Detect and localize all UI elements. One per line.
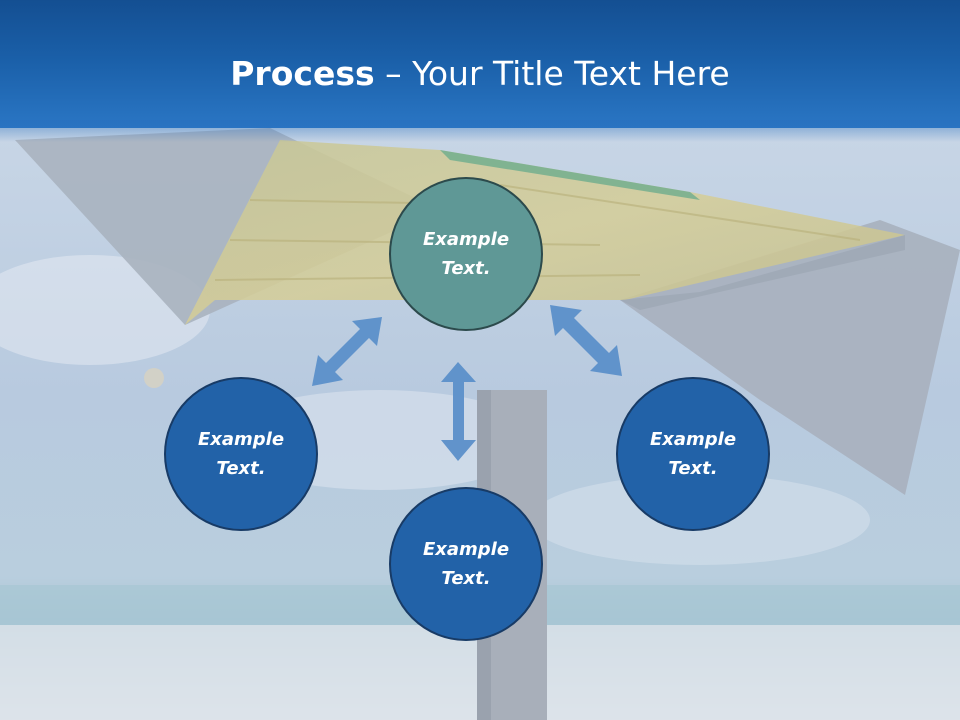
node-left-label: Example Text. — [197, 429, 285, 479]
double-arrow-left — [312, 317, 382, 386]
node-left[interactable]: Example Text. — [164, 377, 318, 531]
node-top[interactable]: Example Text. — [389, 177, 543, 331]
node-right-label: Example Text. — [649, 429, 737, 479]
title-bold: Process — [230, 54, 375, 93]
title-bar-shadow — [0, 120, 960, 142]
node-bottom[interactable]: Example Text. — [389, 487, 543, 641]
double-arrow-vertical — [441, 362, 476, 461]
title-separator: – — [374, 54, 413, 93]
title-bar — [0, 0, 960, 128]
node-top-label: Example Text. — [422, 229, 510, 279]
node-right[interactable]: Example Text. — [616, 377, 770, 531]
double-arrow-right — [550, 305, 622, 376]
node-bottom-label: Example Text. — [422, 539, 510, 589]
title-text: Your Title Text Here — [412, 54, 730, 93]
slide-title: Process – Your Title Text Here — [0, 52, 960, 96]
